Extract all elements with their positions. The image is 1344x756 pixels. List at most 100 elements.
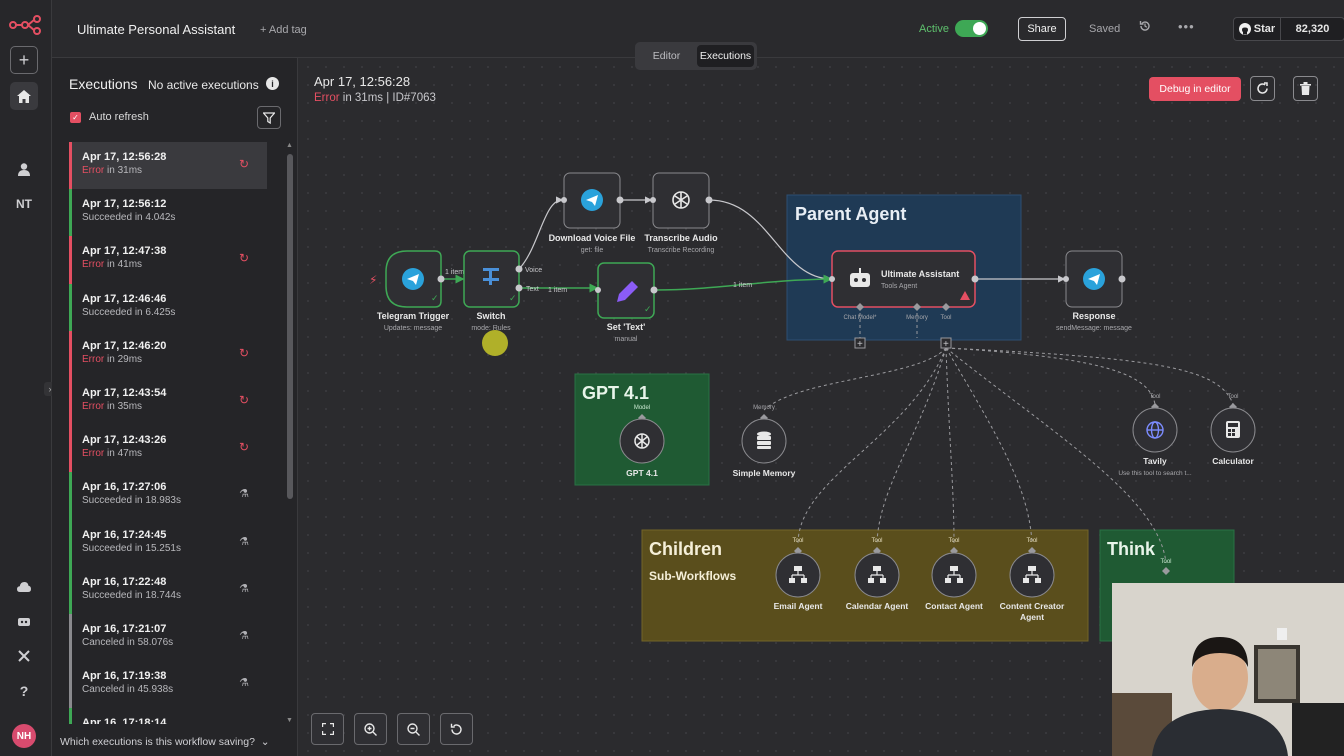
robot-icon: [850, 268, 870, 287]
active-toggle[interactable]: [955, 20, 988, 37]
svg-text:Download Voice File: Download Voice File: [549, 233, 636, 243]
edge-label: 1 item: [733, 282, 752, 289]
templates-icon[interactable]: [10, 607, 38, 635]
node-calendar-agent[interactable]: Tool Calendar Agent: [846, 538, 909, 611]
svg-text:Tool: Tool: [792, 538, 803, 544]
retry-button[interactable]: [1250, 76, 1275, 101]
svg-text:Use this tool to search t...: Use this tool to search t...: [1118, 470, 1192, 477]
node-telegram-trigger[interactable]: ✓ Telegram Trigger Updates: message: [377, 250, 450, 332]
execution-date: Apr 17, 12:43:26: [82, 434, 167, 447]
help-icon[interactable]: ?: [19, 683, 29, 699]
retry-icon[interactable]: ↻: [238, 440, 249, 455]
svg-text:Text: Text: [526, 286, 539, 293]
add-tag-link[interactable]: + Add tag: [260, 24, 307, 36]
node-simple-memory[interactable]: Memory Simple Memory: [733, 405, 796, 478]
variables-icon[interactable]: [10, 642, 38, 670]
node-set-text[interactable]: ✓ Set 'Text' manual: [595, 262, 658, 343]
execution-date: Apr 17, 12:56:28: [314, 74, 411, 89]
node-tavily[interactable]: Tool Tavily Use this tool to search t...: [1118, 394, 1192, 477]
zoom-out-button[interactable]: [397, 713, 430, 745]
github-star-button[interactable]: Star 82,320: [1233, 17, 1344, 41]
zoom-out-icon: [407, 722, 420, 736]
execution-status: Canceled in 45.938s: [82, 684, 174, 696]
retry-icon[interactable]: ↻: [238, 251, 249, 266]
home-icon[interactable]: [10, 82, 38, 110]
node-transcribe-audio[interactable]: Transcribe Audio Transcribe Recording: [644, 172, 718, 254]
reset-zoom-button[interactable]: [440, 713, 473, 745]
svg-text:Memory: Memory: [906, 315, 928, 321]
node-calculator[interactable]: Tool Calculator: [1210, 394, 1256, 466]
editor-executions-tabs: Editor Executions: [635, 42, 757, 70]
execution-date: Apr 17, 12:43:54: [82, 386, 167, 399]
edge-label: 1 item: [445, 269, 464, 276]
execution-list-item[interactable]: Apr 16, 17:18:14: [69, 708, 267, 724]
sitemap-icon: [1023, 566, 1041, 583]
execution-status: Canceled in 58.076s: [82, 636, 174, 648]
node-email-agent[interactable]: Tool Email Agent: [774, 538, 823, 611]
node-gpt-4-1[interactable]: Model GPT 4.1: [619, 405, 665, 478]
add-tool-button[interactable]: [940, 337, 952, 349]
retry-icon[interactable]: ↻: [238, 345, 249, 360]
debug-in-editor-button[interactable]: Debug in editor: [1149, 77, 1241, 101]
filter-button[interactable]: [257, 106, 281, 129]
info-icon[interactable]: i: [266, 77, 279, 90]
share-button[interactable]: Share: [1018, 17, 1066, 41]
active-label: Active: [919, 23, 949, 35]
node-switch[interactable]: ✓ Voice Text Switch mode: Rules: [463, 250, 542, 332]
execution-status: Error in 31ms | ID#7063: [314, 92, 436, 104]
fit-view-icon: [321, 723, 334, 735]
svg-text:GPT 4.1: GPT 4.1: [626, 468, 658, 478]
children-label: Children: [649, 539, 722, 559]
retry-icon[interactable]: ↻: [238, 392, 249, 407]
execution-status: Error in 35ms: [82, 400, 143, 412]
gpt-sticky-label: GPT 4.1: [582, 383, 649, 403]
node-content-creator-agent[interactable]: Tool Content Creator Agent: [1000, 538, 1065, 622]
node-response[interactable]: Response sendMessage: message: [1056, 250, 1132, 332]
saving-executions-dropdown[interactable]: Which executions is this workflow saving…: [60, 736, 270, 748]
warning-icon: [960, 291, 970, 300]
workflow-canvas[interactable]: Parent Agent GPT 4.1 Children Sub-Workfl…: [299, 42, 1344, 756]
history-icon[interactable]: [1139, 20, 1151, 35]
retry-icon[interactable]: ↻: [238, 157, 249, 171]
n8n-logo-icon[interactable]: [8, 14, 44, 36]
tab-executions[interactable]: Executions: [697, 45, 754, 67]
execution-date: Apr 17, 12:46:20: [82, 339, 167, 352]
cloud-icon[interactable]: [10, 573, 38, 601]
execution-date: Apr 16, 17:22:48: [82, 575, 167, 588]
add-chat-model-button[interactable]: [854, 337, 866, 349]
delete-button[interactable]: [1293, 76, 1318, 101]
user-icon[interactable]: [10, 155, 38, 183]
avatar[interactable]: NH: [12, 724, 36, 748]
tab-editor[interactable]: Editor: [652, 50, 681, 62]
fit-view-button[interactable]: [311, 713, 344, 745]
node-ultimate-assistant[interactable]: Ultimate Assistant Tools Agent Chat Mode…: [829, 250, 979, 321]
project-nt-item[interactable]: NT: [16, 197, 32, 211]
saved-status: Saved: [1089, 23, 1121, 35]
sitemap-icon: [868, 566, 886, 583]
node-think-tool[interactable]: Tool: [1160, 559, 1172, 575]
more-options-icon[interactable]: •••: [1178, 19, 1195, 34]
executions-scrollbar[interactable]: ▲ ▼: [286, 142, 293, 724]
add-button[interactable]: +: [10, 46, 38, 74]
node-contact-agent[interactable]: Tool Contact Agent: [925, 538, 983, 611]
webcam-overlay: [1112, 583, 1344, 756]
no-active-executions: No active executions: [148, 78, 259, 92]
svg-text:Chat Model*: Chat Model*: [843, 315, 877, 321]
node-download-voice-file[interactable]: Download Voice File get: file: [549, 172, 636, 254]
zoom-in-button[interactable]: [354, 713, 387, 745]
workflow-title[interactable]: Ultimate Personal Assistant: [77, 22, 236, 37]
auto-refresh-checkbox[interactable]: ✓: [70, 112, 81, 123]
